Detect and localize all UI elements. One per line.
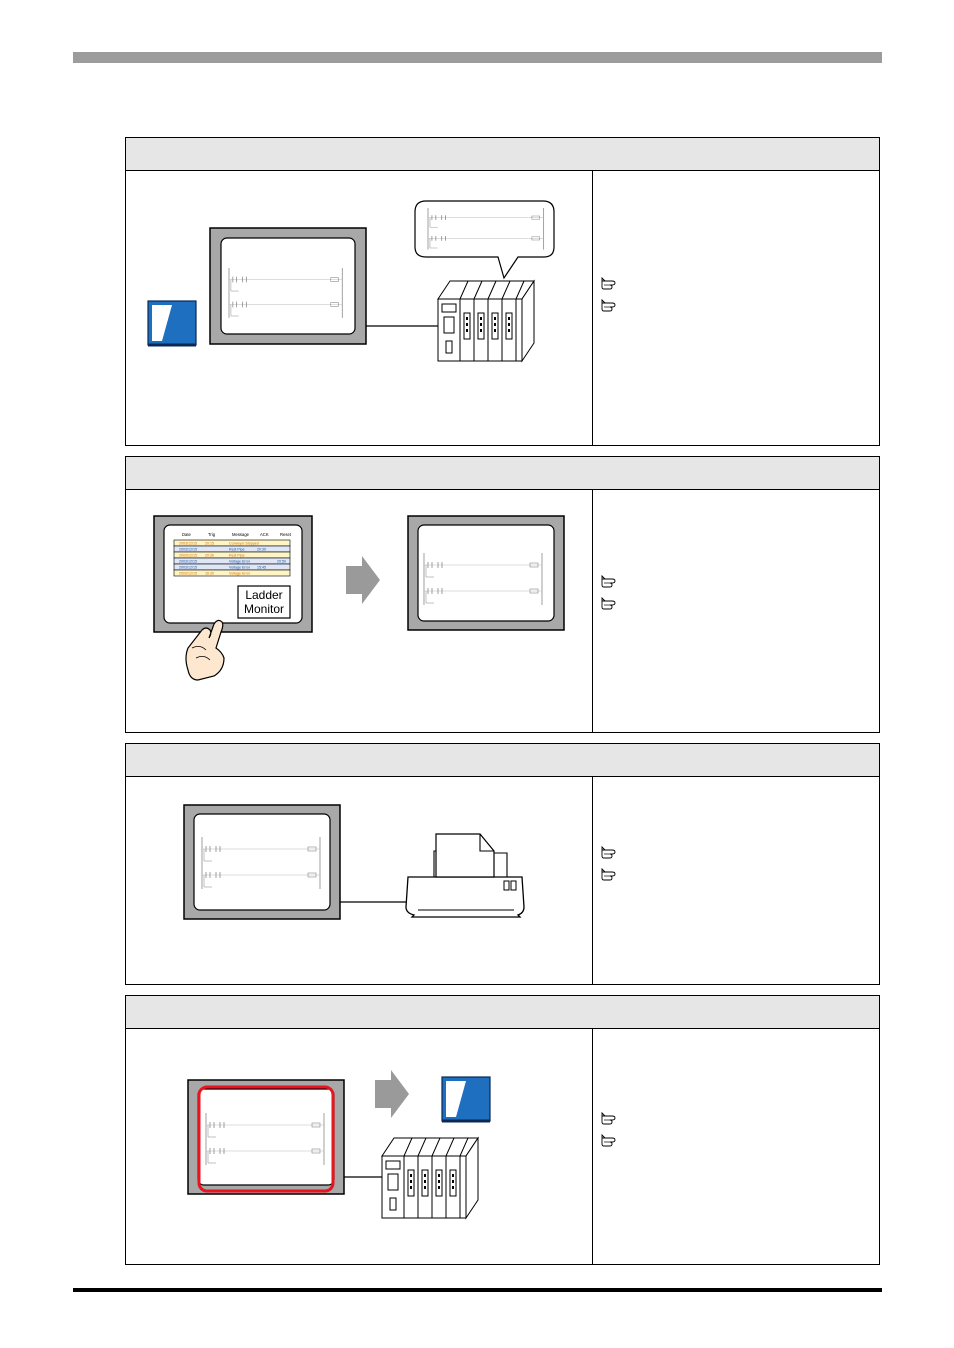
- alarm-cell: Voltage Error: [229, 560, 251, 564]
- alarm-table: Date Trig Message ACK Reset 2003/12/15 20:15 Co…: [173, 532, 292, 577]
- plc-icon: [437, 280, 535, 362]
- section-3-header: [126, 744, 879, 777]
- display-unit: [407, 515, 565, 631]
- column-divider: [592, 171, 593, 445]
- alarm-cell: 2003/12/15: [179, 572, 197, 576]
- section-3-references: [600, 844, 618, 888]
- alarm-cell: Rest Pipe: [229, 554, 245, 558]
- memory-card-icon: [440, 1075, 492, 1123]
- section-2-references: [600, 573, 618, 617]
- section-3: [125, 743, 880, 985]
- display-unit: [183, 804, 341, 920]
- ladder-monitor-button[interactable]: [237, 585, 291, 619]
- display-unit: [209, 227, 367, 345]
- ladder-monitor-label-line1: Ladder: [245, 588, 282, 602]
- alarm-cell: 2003/12/15: [179, 566, 197, 570]
- alarm-cell: 20:30: [257, 548, 266, 552]
- alarm-cell: 16:30: [205, 572, 214, 576]
- alarm-cell: Conveyor Stopped: [229, 542, 259, 546]
- printer-icon: [405, 833, 525, 918]
- column-divider: [592, 490, 593, 732]
- alarm-cell: 2003/12/15: [179, 554, 197, 558]
- section-4-figure: [187, 1070, 492, 1219]
- arrow-right-icon: [346, 556, 380, 604]
- column-divider: [592, 777, 593, 984]
- alarm-cell: Rest Pipe: [229, 548, 245, 552]
- footer-rule: [73, 1288, 882, 1292]
- section-1-header: [126, 138, 879, 171]
- ladder-speech-bubble: [414, 200, 555, 280]
- reference-hand-icon: [601, 1112, 616, 1125]
- memory-card-icon: [146, 299, 198, 347]
- display-unit: [187, 1079, 345, 1195]
- reference-hand-icon: [601, 846, 616, 859]
- alarm-cell: 2003/12/15: [179, 542, 197, 546]
- alarm-cell: Voltage Error: [229, 572, 251, 576]
- reference-hand-icon: [601, 277, 616, 290]
- arrow-right-icon: [375, 1070, 409, 1118]
- section-1: [125, 137, 880, 446]
- header-rule: [73, 52, 882, 63]
- alarm-row: [173, 569, 291, 577]
- alarm-column-header: Date: [182, 532, 192, 537]
- alarm-cell: 15:45: [257, 566, 266, 570]
- alarm-column-header: ACK: [260, 532, 269, 537]
- column-divider: [592, 1029, 593, 1264]
- highlight-frame: [197, 1085, 335, 1193]
- section-1-references: [600, 275, 618, 319]
- alarm-column-header: Reset: [280, 532, 292, 537]
- alarm-cell: Voltage Error: [229, 566, 251, 570]
- ladder-monitor-label-line2: Monitor: [244, 602, 284, 616]
- section-2-figure: Date Trig Message ACK Reset 2003/12/15 20:15 Co…: [153, 515, 565, 681]
- section-4-header: [126, 996, 879, 1029]
- reference-hand-icon: [601, 299, 616, 312]
- alarm-display-unit: Date Trig Message ACK Reset 2003/12/15 20:15 Co…: [153, 515, 313, 633]
- section-2-header: [126, 457, 879, 490]
- section-4: [125, 995, 880, 1265]
- section-3-figure: [183, 804, 525, 920]
- section-2: Date Trig Message ACK Reset 2003/12/15 20:15 Co…: [125, 456, 880, 733]
- alarm-cell: 2003/12/15: [179, 548, 197, 552]
- alarm-cell: 20:15: [205, 542, 214, 546]
- plc-icon: [381, 1137, 479, 1219]
- alarm-column-header: Trig: [208, 532, 216, 537]
- alarm-column-header: Message: [232, 532, 250, 537]
- section-1-figure: [146, 200, 555, 362]
- reference-hand-icon: [601, 575, 616, 588]
- alarm-cell: 20:50: [277, 560, 286, 564]
- reference-hand-icon: [601, 868, 616, 881]
- alarm-cell: 20:30: [205, 554, 214, 558]
- reference-hand-icon: [601, 597, 616, 610]
- reference-hand-icon: [601, 1134, 616, 1147]
- section-4-references: [600, 1110, 618, 1154]
- alarm-cell: 2003/12/15: [179, 560, 197, 564]
- pointing-hand-icon: [185, 619, 225, 681]
